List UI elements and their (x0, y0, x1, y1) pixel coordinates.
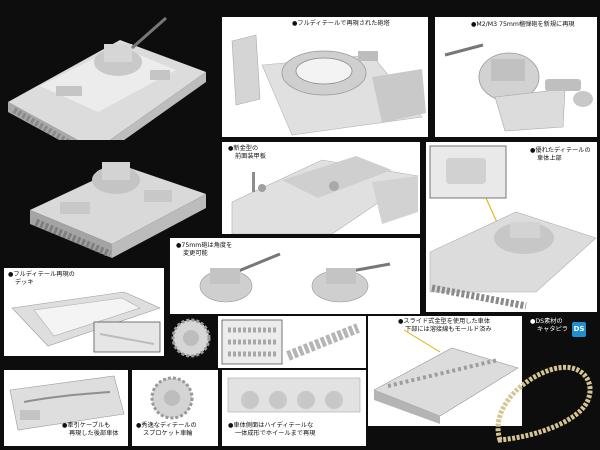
gun-angle-image (199, 252, 391, 303)
slide-mold-image (373, 329, 519, 424)
caption-front-armor: ●新金型の 前面装甲板 (228, 145, 266, 160)
panel-rear-hull: ●牽引ケーブルも 再現した後部車体 (4, 370, 128, 446)
ds-badge: DS (572, 322, 586, 337)
side-parts-image (221, 319, 360, 365)
caption-gun-angle: ●75mm砲は角度を 変更可能 (176, 242, 233, 257)
sprocket-image (150, 376, 194, 420)
panel-gun-angle: ●75mm砲は角度を 変更可能 (170, 238, 420, 314)
caption-hull-upper: ●優れたディテールの 車体上部 (530, 147, 591, 162)
hull-upper-image (429, 145, 597, 310)
panel-deck: ●フルディテール再現の デッキ (4, 268, 164, 356)
panel-turret-detail: ●フルディテールで再現された砲塔 (222, 17, 428, 137)
caption-slide-mold: ●スライド式金型を使用した車体 下部には溶接線もモールド済み (398, 318, 492, 333)
vehicle-view-bottom (20, 140, 214, 264)
panel-sprocket: ●秀逸なディテールの スプロケット車輪 (132, 370, 218, 446)
caption-rear-hull: ●牽引ケーブルも 再現した後部車体 (62, 422, 119, 437)
ds-track-view (480, 340, 600, 450)
rear-hull-image (9, 375, 125, 431)
ds-track-image (495, 364, 593, 443)
deck-image (11, 291, 161, 353)
panel-hull-upper: ●優れたディテールの 車体上部 (426, 142, 597, 312)
panel-track-side: ●車体側面はハイディテールな 一体成形でホイールまで再現 (222, 370, 366, 446)
front-armor-image (231, 156, 419, 234)
vehicle-top-image (8, 16, 206, 140)
sprocket-wheel-image (171, 318, 211, 358)
vehicle-bottom-image (30, 162, 206, 258)
track-side-image (227, 377, 361, 413)
panel-slide-mold: ●スライド式金型を使用した車体 下部には溶接線もモールド済み (368, 316, 522, 426)
panel-howitzer: ●M2/M3 75mm榴弾砲を新規に再現 (435, 17, 597, 137)
caption-ds-track: ●DS素材の キャタピラ (530, 318, 568, 333)
caption-deck: ●フルディテール再現の デッキ (8, 271, 75, 286)
caption-sprocket: ●秀逸なディテールの スプロケット車輪 (136, 422, 197, 437)
caption-track-side: ●車体側面はハイディテールな 一体成形でホイールまで再現 (228, 422, 316, 437)
turret-detail-image (231, 34, 426, 136)
vehicle-view-top (0, 0, 214, 140)
caption-turret-detail: ●フルディテールで再現された砲塔 (292, 20, 390, 27)
howitzer-image (444, 43, 593, 132)
sprocket-wheel-view (168, 316, 214, 360)
panel-side-parts (218, 316, 366, 368)
caption-howitzer: ●M2/M3 75mm榴弾砲を新規に再現 (471, 21, 575, 28)
panel-front-armor: ●新金型の 前面装甲板 (222, 142, 420, 234)
